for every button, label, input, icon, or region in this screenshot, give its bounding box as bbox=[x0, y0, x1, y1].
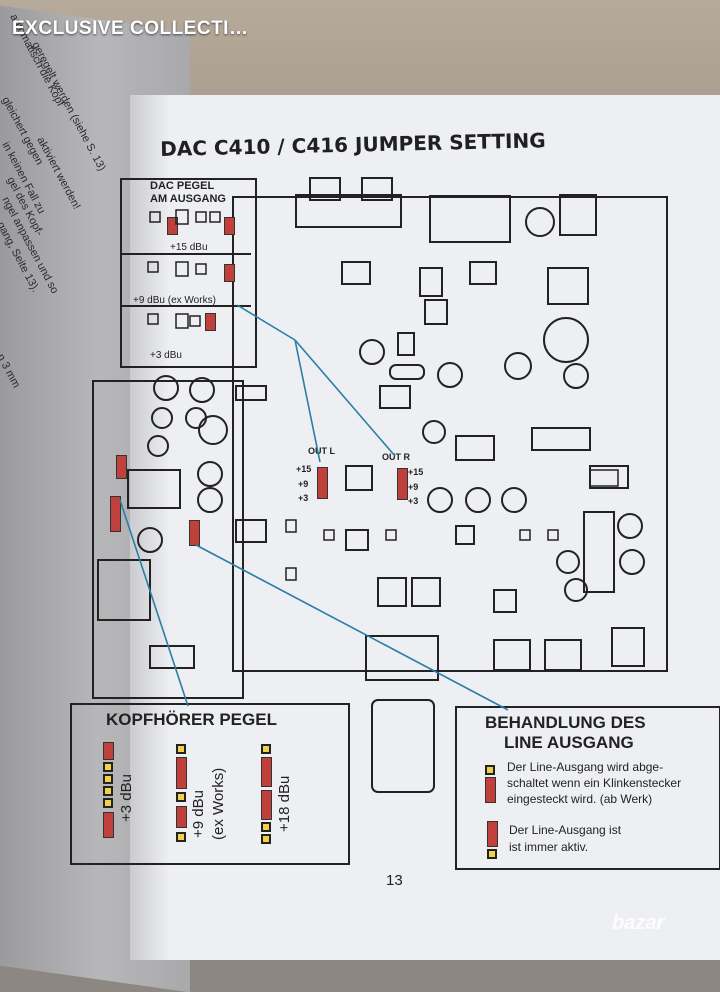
out-r-label: OUT R bbox=[382, 452, 410, 462]
out-l-level-9: +9 bbox=[298, 479, 309, 489]
kh-c-jumper-1 bbox=[261, 757, 272, 787]
dac-option-3: +3 dBu bbox=[150, 350, 182, 361]
large-capacitor bbox=[543, 317, 589, 363]
kh-c-pin-2 bbox=[261, 822, 271, 832]
volume-pot bbox=[365, 635, 439, 681]
out-l-jumper bbox=[317, 467, 328, 499]
hp-amp-chip bbox=[127, 469, 181, 509]
dac-jumper-15b bbox=[224, 217, 235, 235]
dac-jumper-9 bbox=[224, 264, 235, 282]
kh-b-jumper-2 bbox=[176, 806, 187, 828]
line-item2-text-2: ist immer aktiv. bbox=[509, 840, 589, 854]
kh-a-pin-3 bbox=[103, 786, 113, 796]
line-item1-text-2: schaltet wenn ein Klinkenstecker bbox=[507, 776, 682, 790]
hp-jumper-2 bbox=[110, 496, 121, 532]
volume-knob bbox=[371, 699, 435, 793]
pcb-diagram bbox=[97, 177, 645, 793]
side-component bbox=[583, 511, 615, 593]
kh-c-pin-1 bbox=[261, 744, 271, 754]
hp-jumper-1 bbox=[116, 455, 127, 479]
line-item1-pin bbox=[485, 765, 495, 775]
kh-c-pin-3 bbox=[261, 834, 271, 844]
xlr-connector bbox=[429, 195, 511, 243]
kh-a-pin-2 bbox=[103, 774, 113, 784]
kh-a-jumper-bottom bbox=[103, 812, 114, 838]
line-item1-text-1: Der Line-Ausgang wird abge- bbox=[507, 760, 664, 774]
watermark-logo: bazar bbox=[612, 912, 665, 934]
out-r-jumper bbox=[397, 468, 408, 500]
line-ausgang-title-2: LINE AUSGANG bbox=[504, 733, 634, 752]
line-item2-text-1: Der Line-Ausgang ist bbox=[509, 823, 622, 837]
kh-a-pin-4 bbox=[103, 798, 113, 808]
out-r-level-9: +9 bbox=[408, 482, 419, 492]
kh-a-pin-1 bbox=[103, 762, 113, 772]
dac-jumper-3 bbox=[205, 313, 216, 331]
line-ausgang-title-1: BEHANDLUNG DES bbox=[485, 713, 646, 732]
hp-jumper-3 bbox=[189, 520, 200, 546]
headphone-board-outline bbox=[92, 380, 244, 699]
out-l-level-15: +15 bbox=[296, 464, 312, 474]
rca-connector-block bbox=[295, 194, 402, 228]
page-number: 13 bbox=[386, 872, 403, 889]
out-r-level-15: +15 bbox=[408, 467, 424, 477]
dac-option-15: +15 dBu bbox=[170, 242, 208, 253]
leader-lines bbox=[119, 304, 509, 711]
dac-pegel-header-1: DAC PEGEL bbox=[150, 180, 215, 192]
dac-option-9: +9 dBu (ex Works) bbox=[133, 295, 216, 306]
kh-a-jumper-top bbox=[103, 742, 114, 760]
rca-jack-2 bbox=[361, 177, 393, 201]
out-l-level-3: +3 bbox=[298, 493, 309, 503]
listing-title: EXCLUSIVE COLLECTI… bbox=[12, 18, 249, 39]
jack-1 bbox=[493, 639, 531, 671]
capacitor-top bbox=[525, 207, 555, 237]
kh-b-pin-2 bbox=[176, 792, 186, 802]
power-jack bbox=[559, 194, 597, 236]
kh-b-jumper-1 bbox=[176, 757, 187, 789]
kopfhoerer-box bbox=[70, 703, 350, 865]
jack-2 bbox=[544, 639, 582, 671]
dac-pegel-box bbox=[120, 178, 257, 368]
dac-jumper-15 bbox=[167, 217, 178, 235]
chip-a bbox=[341, 261, 371, 285]
dac-chip bbox=[455, 435, 495, 461]
kh-c-jumper-2 bbox=[261, 790, 272, 820]
line-item1-jumper bbox=[485, 777, 496, 803]
dac-pegel-header-2: AM AUSGANG bbox=[150, 193, 226, 205]
kopfhoerer-title: KOPFHÖRER PEGEL bbox=[106, 710, 277, 729]
regulator bbox=[547, 267, 589, 305]
kh-b-pin-1 bbox=[176, 744, 186, 754]
out-l-label: OUT L bbox=[308, 446, 335, 456]
line-item1-text-3: eingesteckt wird. (ab Werk) bbox=[507, 792, 653, 806]
line-item2-pin bbox=[487, 849, 497, 859]
out-r-level-3: +3 bbox=[408, 496, 419, 506]
line-item2-jumper bbox=[487, 821, 498, 847]
manual-page bbox=[130, 95, 720, 960]
header-connector bbox=[531, 427, 591, 451]
rca-jack-1 bbox=[309, 177, 341, 201]
kh-b-pin-3 bbox=[176, 832, 186, 842]
